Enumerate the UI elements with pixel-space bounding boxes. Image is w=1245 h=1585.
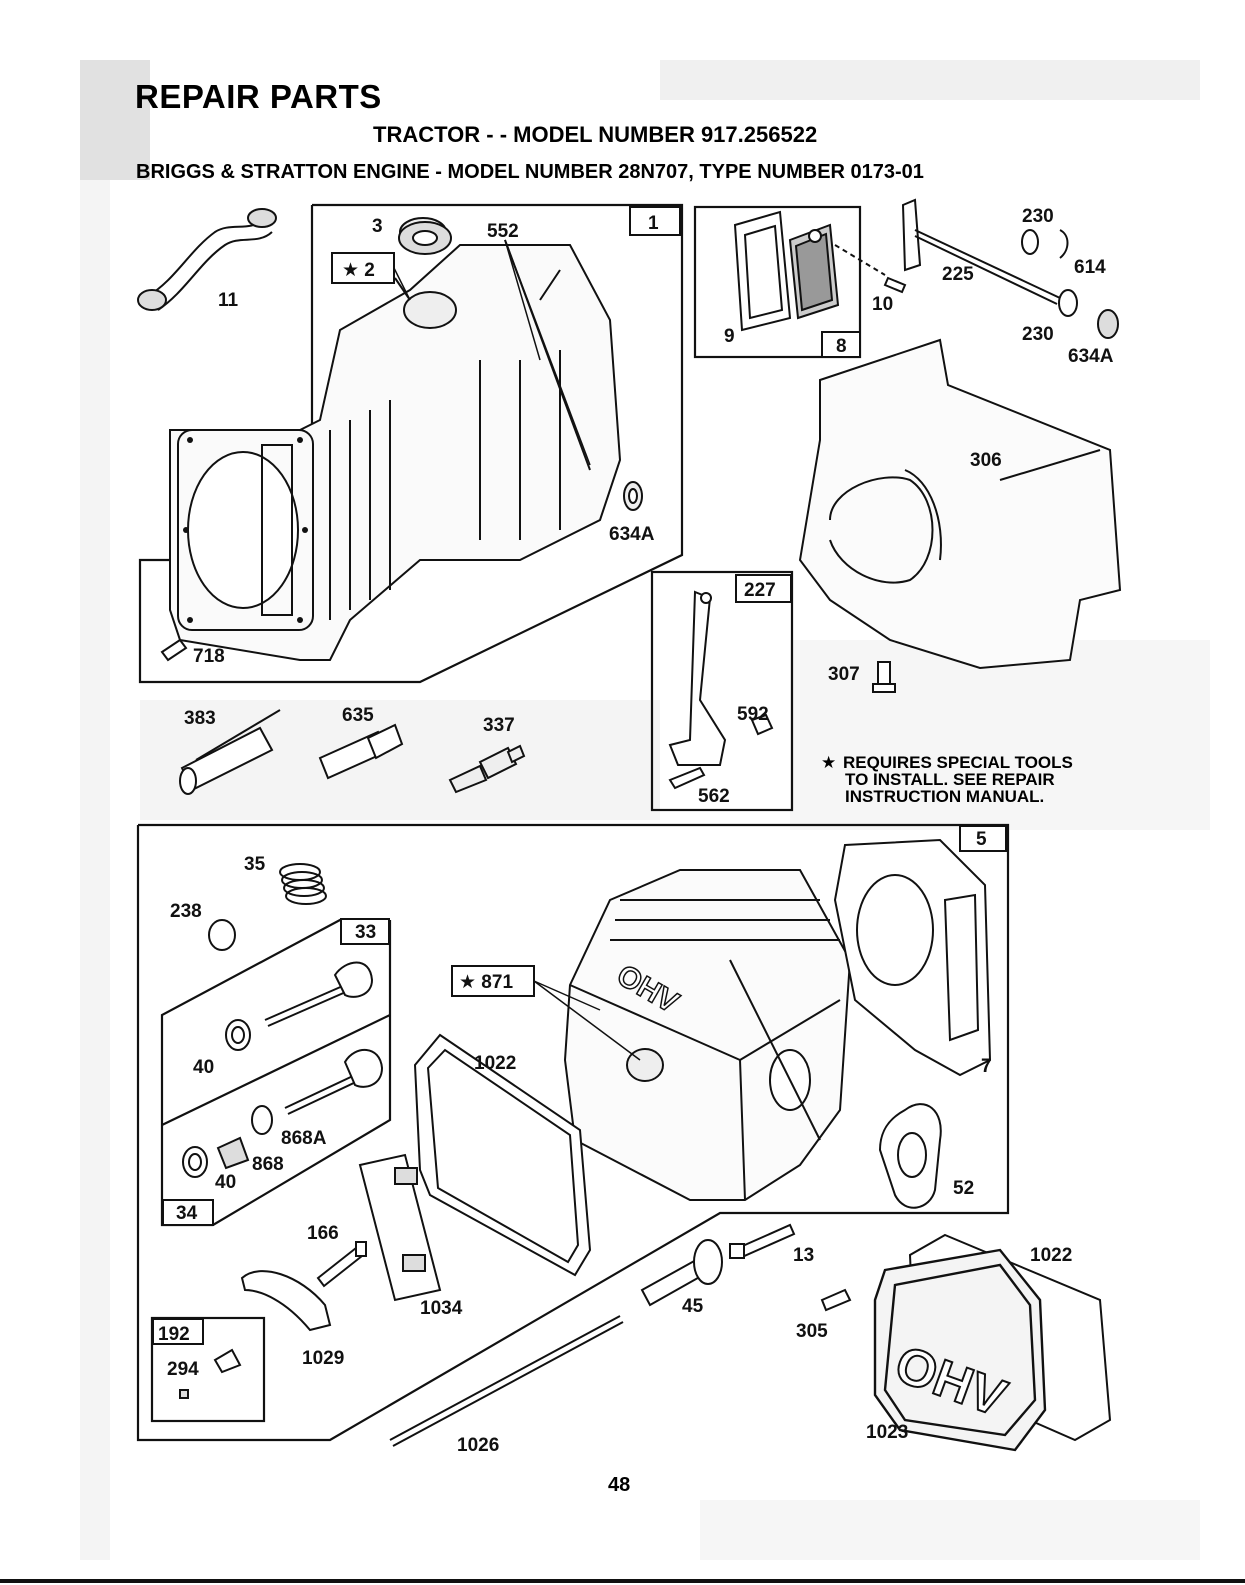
label-868a: 868A [281, 1128, 327, 1149]
valves-drawing [182, 961, 384, 1178]
label-294: 294 [167, 1359, 199, 1380]
label-8: 8 [836, 336, 847, 357]
page-title: REPAIR PARTS [135, 78, 382, 115]
label-614: 614 [1074, 257, 1106, 278]
note-line-1: ★ REQUIRES SPECIAL TOOLS [821, 754, 1073, 771]
note-line-3: INSTRUCTION MANUAL. [845, 787, 1045, 806]
label-35: 35 [244, 854, 266, 875]
label-1029: 1029 [302, 1348, 344, 1369]
label-34: 34 [176, 1203, 198, 1224]
label-238: 238 [170, 901, 202, 922]
label-562: 562 [698, 786, 730, 807]
label-306: 306 [970, 450, 1002, 471]
stud-166-drawing [316, 1241, 367, 1288]
label-9: 9 [724, 326, 735, 347]
label-11: 11 [218, 290, 239, 311]
tool-635-drawing [318, 723, 404, 780]
box-8-outline [693, 205, 862, 359]
head-gasket-7-drawing [833, 838, 992, 1077]
spring-35-drawing [279, 863, 327, 905]
label-592: 592 [737, 704, 769, 725]
label-52: 52 [953, 1178, 974, 1199]
pin-718-drawing [160, 638, 188, 662]
blower-housing-306-drawing [798, 338, 1122, 670]
box-5-outline [136, 823, 1010, 1442]
label-10: 10 [872, 294, 893, 315]
box-34-divider [161, 1014, 391, 1126]
label-3: 3 [372, 216, 383, 237]
label-1022-head: 1022 [474, 1053, 516, 1074]
rocker-arm-1029-drawing [240, 1270, 332, 1332]
shaft-225-drawing [901, 198, 1119, 339]
bolt-307-drawing [872, 661, 896, 693]
label-634a-block: 634A [609, 524, 655, 545]
leader-lines [393, 239, 641, 1061]
gasket-9-drawing [733, 210, 840, 332]
label-337: 337 [483, 715, 515, 736]
label-1026: 1026 [457, 1435, 499, 1456]
note-line-2: TO INSTALL. SEE REPAIR [845, 770, 1055, 789]
label-230-bottom: 230 [1022, 324, 1054, 345]
label-635: 635 [342, 705, 374, 726]
breather-tube-drawing [137, 208, 277, 311]
label-868: 868 [252, 1154, 284, 1175]
label-230-top: 230 [1022, 206, 1054, 227]
label-5: 5 [976, 829, 987, 850]
bolt-305-drawing [820, 1288, 852, 1312]
screw-294-drawing [179, 1348, 242, 1399]
label-166: 166 [307, 1223, 339, 1244]
cap-238-drawing [208, 919, 236, 951]
bolt-13-drawing [729, 1223, 796, 1259]
star-icon: ★ [821, 753, 837, 772]
label-552: 552 [487, 221, 519, 242]
guide-45-drawing [640, 1239, 723, 1307]
label-13: 13 [793, 1245, 814, 1266]
label-1: 1 [648, 213, 659, 234]
engine-model-heading: BRIGGS & STRATTON ENGINE - MODEL NUMBER … [136, 161, 924, 183]
page-number: 48 [608, 1474, 631, 1496]
lever-227-drawing [668, 590, 774, 790]
label-40-upper: 40 [193, 1057, 214, 1078]
spark-plug-337-drawing [448, 744, 526, 794]
seal-3-drawing [398, 221, 452, 255]
label-45: 45 [682, 1296, 704, 1317]
label-33: 33 [355, 922, 376, 943]
engine-block-drawing [169, 217, 622, 661]
label-7: 7 [981, 1056, 992, 1077]
label-871: ★ 871 [459, 972, 513, 993]
label-1034: 1034 [420, 1298, 463, 1319]
label-1023: 1023 [866, 1422, 908, 1443]
label-307: 307 [828, 664, 860, 685]
special-tools-note: ★ REQUIRES SPECIAL TOOLS TO INSTALL. SEE … [821, 754, 1073, 805]
tractor-model-heading: TRACTOR - - MODEL NUMBER 917.256522 [373, 122, 818, 147]
screw-10-drawing [834, 244, 907, 294]
label-225: 225 [942, 264, 974, 285]
note-line-1-text: REQUIRES SPECIAL TOOLS [843, 753, 1073, 772]
label-718: 718 [193, 646, 225, 667]
scan-speckle [80, 60, 1210, 1560]
box-192-outline [150, 1316, 266, 1423]
label-1022-cover: 1022 [1030, 1245, 1072, 1266]
label-2: ★ 2 [342, 260, 375, 281]
label-40-lower: 40 [215, 1172, 236, 1193]
washer-634a-block-drawing [623, 481, 643, 511]
plate-1034-drawing [358, 1153, 442, 1302]
label-192: 192 [158, 1324, 190, 1345]
valve-cover-1023-drawing: OHV [873, 1248, 1047, 1452]
label-305: 305 [796, 1321, 828, 1342]
push-rod-1026-drawing [389, 1315, 624, 1447]
gasket-52-drawing [878, 1103, 942, 1209]
tool-383-drawing [179, 709, 281, 795]
rocker-gasket-1022a-drawing [413, 1033, 592, 1277]
label-227: 227 [744, 580, 776, 601]
bottom-rule [0, 1579, 1245, 1583]
box-227-outline [650, 570, 794, 812]
label-634a: 634A [1068, 346, 1114, 367]
label-boxes [152, 206, 1007, 1345]
label-383: 383 [184, 708, 216, 729]
cylinder-head-drawing [563, 869, 852, 1201]
part-number-labels: 11 3 552 ★ 2 1 634A 718 9 8 10 230 225 6… [158, 206, 1114, 1456]
